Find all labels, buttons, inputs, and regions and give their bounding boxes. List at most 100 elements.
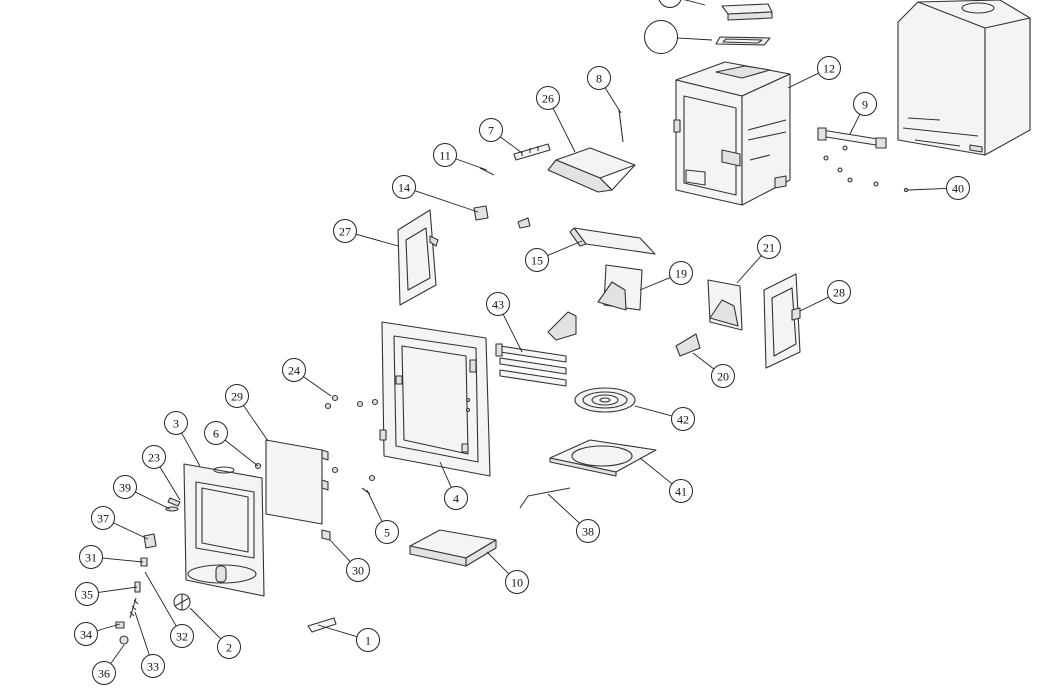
- callout-number: 24: [288, 364, 300, 378]
- callout-34: 34: [74, 622, 98, 646]
- part-24-screws: [324, 394, 379, 495]
- callout-9: 9: [853, 92, 877, 116]
- callout-circle: [711, 364, 735, 388]
- leader-line-31: [102, 557, 144, 563]
- callout-40: 40: [946, 176, 970, 200]
- part-10-ashpan: [409, 529, 497, 567]
- leader-line-24: [303, 376, 332, 397]
- callout-circle: [79, 545, 103, 569]
- leader-line-partial: [683, 0, 706, 6]
- callout-labels: 1234567891011121415192021222324262728293…: [74, 0, 970, 685]
- callout-number: 15: [531, 254, 543, 268]
- callout-41: 41: [669, 479, 693, 503]
- leader-line-33: [134, 611, 150, 656]
- leader-line-39: [135, 491, 171, 510]
- leader-line-36: [110, 644, 125, 664]
- callout-circle: [669, 261, 693, 285]
- leader-line-28: [799, 296, 829, 312]
- callout-circle: [525, 248, 549, 272]
- callout-number: 32: [176, 630, 188, 644]
- callout-number: 4: [453, 492, 459, 506]
- callout-10: 10: [505, 570, 529, 594]
- callout-circle: [817, 56, 841, 80]
- callout-24: 24: [282, 358, 306, 382]
- leader-line-23: [159, 466, 181, 501]
- callout-number: 5: [384, 526, 390, 540]
- callout-36: 36: [92, 661, 116, 685]
- callout-number: 12: [823, 62, 835, 76]
- callout-circle: [74, 622, 98, 646]
- callout-number: 14: [398, 181, 410, 195]
- callout-15: 15: [525, 248, 549, 272]
- callout-42: 42: [671, 407, 695, 431]
- part-21-firebrick: [707, 279, 743, 331]
- callout-number: 38: [582, 525, 594, 539]
- part-handle-assembly: [115, 497, 181, 645]
- callout-circle: [536, 86, 560, 110]
- callout-8: 8: [587, 66, 611, 90]
- callout-number: 39: [119, 481, 131, 495]
- leader-line-19: [639, 276, 671, 291]
- leader-line-11: [455, 158, 488, 171]
- leader-line-27: [355, 233, 399, 247]
- leader-line-35: [98, 586, 138, 593]
- callout-20: 20: [711, 364, 735, 388]
- callout-partial: [658, 0, 682, 8]
- callout-number: 31: [85, 551, 97, 565]
- callout-number: 2: [226, 641, 232, 655]
- part-20-brick: [675, 333, 701, 357]
- part-15-throat-plate: [569, 227, 656, 255]
- leader-line-20: [692, 352, 715, 370]
- leader-line-40: [907, 188, 947, 191]
- callout-circle: [204, 421, 228, 445]
- callout-11: 11: [433, 143, 457, 167]
- callout-circle: [356, 628, 380, 652]
- callout-number: 33: [147, 660, 159, 674]
- callout-circle: [375, 520, 399, 544]
- leader-line-5: [366, 489, 383, 522]
- callout-number: 23: [148, 451, 160, 465]
- callout-number: 26: [542, 92, 554, 106]
- leader-line-22: [672, 37, 713, 41]
- leader-line-12: [787, 72, 819, 89]
- callout-number: 11: [439, 149, 451, 163]
- leader-line-21: [736, 255, 762, 284]
- leader-line-14: [414, 190, 479, 213]
- callout-number: 29: [231, 390, 243, 404]
- part-outer-casing: [897, 0, 1031, 156]
- part-22-gasket: [715, 36, 771, 46]
- callout-leaders: [96, 0, 947, 664]
- callout-number: 37: [97, 512, 109, 526]
- callout-circle: [757, 235, 781, 259]
- callout-circle: [170, 624, 194, 648]
- part-3-door: [183, 462, 265, 597]
- callout-29: 29: [225, 384, 249, 408]
- callout-7: 7: [479, 118, 503, 142]
- callout-number: 10: [511, 576, 523, 590]
- callout-number: 9: [862, 98, 868, 112]
- leader-line-30: [329, 539, 351, 562]
- part-28-side-panel: [763, 273, 801, 369]
- leader-line-42: [634, 405, 673, 417]
- leader-line-34: [96, 623, 121, 632]
- callout-circle: [141, 654, 165, 678]
- callout-3: 3: [164, 411, 188, 435]
- part-brick-small: [547, 311, 577, 341]
- callout-33: 33: [141, 654, 165, 678]
- callout-number: 19: [675, 267, 687, 281]
- callout-circle: [164, 411, 188, 435]
- leader-line-9: [849, 114, 861, 135]
- part-19-firebrick: [597, 264, 643, 311]
- callout-circle: [658, 0, 682, 8]
- leader-line-43: [502, 314, 523, 353]
- leader-line-2: [189, 607, 222, 640]
- leader-line-1: [317, 624, 358, 638]
- callout-circle: [444, 486, 468, 510]
- callout-30: 30: [346, 558, 370, 582]
- callout-circle: [479, 118, 503, 142]
- callout-circle: [671, 407, 695, 431]
- callout-number: 28: [833, 286, 845, 300]
- parts-drawing: [115, 0, 1031, 645]
- callout-35: 35: [75, 582, 99, 606]
- leader-line-3: [181, 432, 201, 467]
